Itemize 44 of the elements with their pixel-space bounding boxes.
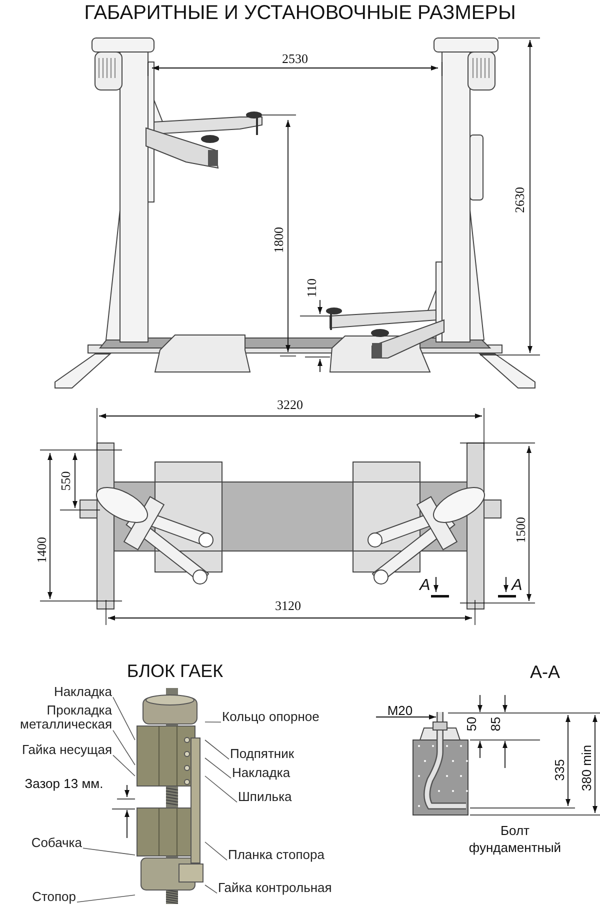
dimension-value: 3120 (275, 598, 301, 614)
leader-line (204, 740, 230, 760)
section-heading: БЛОК ГАЕК (126, 662, 224, 682)
leader-line (76, 894, 136, 903)
dimension-value: 3220 (277, 398, 303, 412)
leader-line (204, 722, 222, 723)
title: ГАБАРИТНЫЕ И УСТАНОВОЧНЫЕ РАЗМЕРЫ (83, 2, 517, 24)
part-caption: Болт фундаментный (468, 823, 562, 857)
leader-line (204, 776, 238, 803)
part-label: Стопор (32, 890, 76, 904)
section-marker: A (420, 577, 430, 595)
dimension-value: 1800 (272, 227, 286, 253)
part-label: Накладка (54, 684, 112, 700)
dimension-value: 380 min (580, 744, 594, 792)
leader-line (112, 696, 136, 740)
nut-block-photo-placeholder (135, 688, 205, 904)
part-label: Прокладка металлическая (0, 704, 112, 732)
part-label: Собачка (31, 836, 82, 850)
dimension-value: 335 (552, 759, 568, 781)
dimension-value: 50 (464, 716, 480, 732)
dimension-value: 2630 (512, 187, 528, 213)
dimension-value: 1400 (34, 537, 50, 563)
dimension-value: 85 (488, 716, 504, 732)
leader-line (204, 758, 232, 779)
part-label: Шпилька (238, 790, 292, 804)
section-heading: A-A (530, 663, 560, 683)
dimension-value: 110 (304, 278, 320, 298)
part-label: Подпятник (230, 746, 294, 762)
part-label: Гайка контрольная (218, 880, 332, 896)
thread-size-text: M20 (387, 704, 413, 718)
part-label: Планка стопора (228, 848, 324, 862)
part-label: Гайка несущая (22, 742, 112, 758)
dimension-value: 550 (58, 471, 74, 491)
dimension-value: 1500 (514, 517, 528, 543)
leader-line (112, 754, 136, 776)
leader-line (204, 842, 228, 861)
part-label: Накладка (232, 766, 290, 780)
section-marker: A (512, 577, 522, 595)
part-label: Кольцо опорное (222, 710, 320, 724)
leader-line (204, 884, 218, 894)
dimension-value: 2530 (282, 52, 308, 66)
leader-line (112, 730, 136, 766)
leader-line (82, 848, 136, 856)
gap-dimension-text: Зазор 13 мм. (24, 776, 104, 792)
